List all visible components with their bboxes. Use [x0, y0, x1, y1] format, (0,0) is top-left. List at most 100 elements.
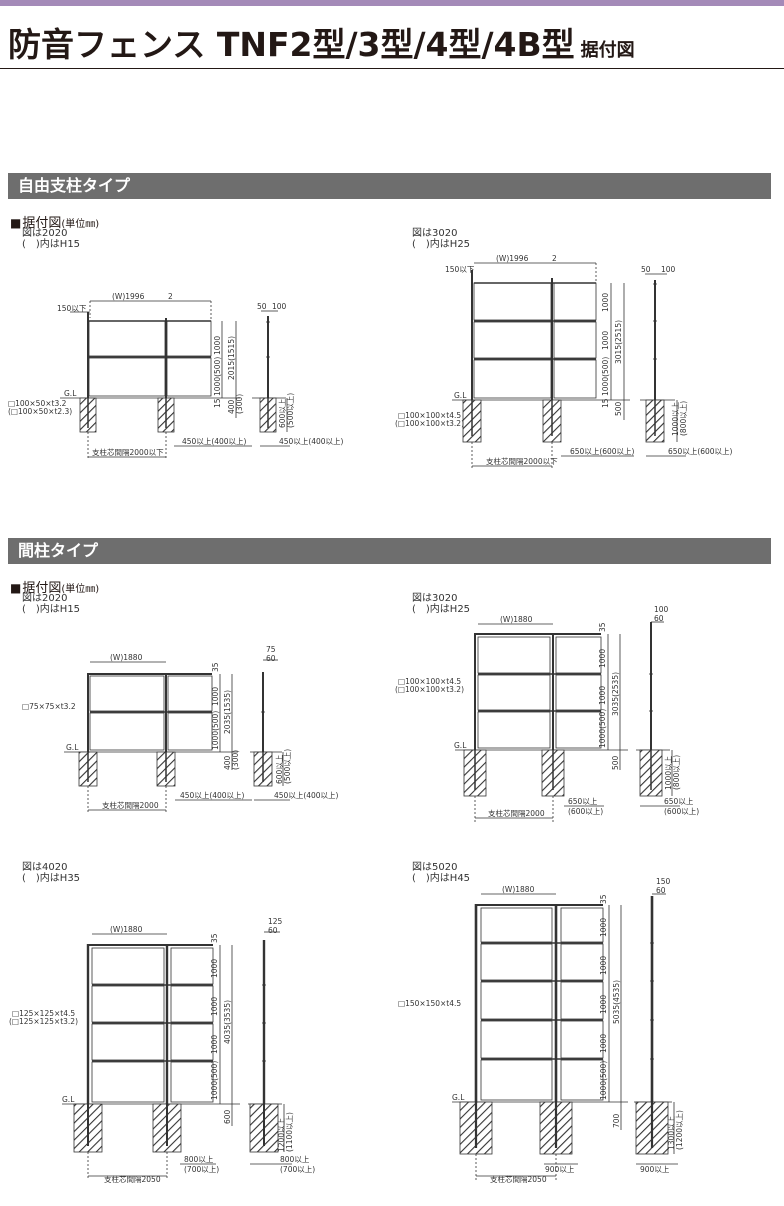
note-line: 図は2020	[22, 228, 68, 239]
labels-mid-2020: (W)1880 35 1000 1000(500) 2035(1535) 400…	[22, 645, 339, 810]
fence-panel	[480, 943, 553, 981]
note-line: 図は3020	[412, 593, 458, 604]
dimension-label: 1000(500)	[211, 711, 220, 750]
dimension-label: 1000	[599, 956, 608, 975]
drawing-free-3020	[452, 262, 686, 470]
dimension-label: G.L	[62, 1095, 75, 1104]
dimension-label: 60	[656, 886, 666, 895]
fence-panel	[477, 674, 551, 711]
note-line: ( )内はH35	[22, 873, 81, 884]
dimension-label: 75	[266, 645, 276, 654]
dimension-label: (600以上)	[568, 807, 603, 816]
dimension-label: 支柱芯間隔2000以下	[486, 456, 558, 466]
drawing-mid-2020	[64, 659, 290, 814]
diagram-note: 図は3020( )内はH25	[412, 228, 470, 250]
fence-panel	[170, 1023, 214, 1061]
dimension-label: 900以上	[640, 1165, 670, 1174]
note-line: 図は5020	[412, 862, 458, 873]
section-band-free-post: 自由支柱タイプ	[8, 173, 771, 199]
dimension-label: 50	[641, 265, 651, 274]
dimension-label: □75×75×t3.2	[22, 702, 76, 711]
fence-panel	[560, 943, 604, 981]
dimension-label: (1100以上)	[285, 1112, 294, 1152]
fence-panel	[477, 711, 551, 749]
dimension-label: 60	[654, 614, 664, 623]
dimension-label: (700以上)	[184, 1165, 219, 1174]
dimension-label: □100×100×t4.5	[398, 411, 461, 420]
dimension-label: 1000	[601, 293, 610, 312]
fence-panel	[553, 359, 597, 399]
dimension-label: 500	[611, 755, 620, 770]
fence-panel	[89, 675, 165, 712]
fence-panel	[473, 321, 552, 359]
drawing-mid-4020	[62, 931, 292, 1180]
dimension-label: 支柱芯間隔2050	[104, 1174, 161, 1184]
dimension-label: (300)	[231, 750, 240, 770]
diagram-note: 図は2020( )内はH15	[22, 593, 80, 615]
dimension-label: 100	[654, 605, 669, 614]
dimension-label: 150以下	[57, 304, 87, 313]
dimension-label: 1000(500)	[598, 709, 607, 748]
dimension-label: 1000(500)	[601, 357, 610, 396]
dimension-label: (W)1880	[110, 925, 143, 934]
dimension-label: 450以上(400以上)	[180, 791, 245, 800]
dimension-label: 650以上	[664, 797, 694, 806]
fence-panel	[170, 1061, 214, 1103]
note-line: ( )内はH25	[412, 604, 471, 615]
page-title: 防音フェンス TNF2型/3型/4型/4B型据付図	[8, 18, 635, 66]
title-rule	[0, 68, 784, 69]
labels-free-3020: (W)1996 2 150以下 1000 1000 1000(500) 15 3…	[395, 254, 733, 466]
diagram-note: 図は2020( )内はH15	[22, 228, 80, 250]
fence-panel	[555, 674, 602, 711]
dimension-label: 1000	[599, 1034, 608, 1053]
dimension-label: 600	[223, 1109, 232, 1124]
dimension-label: (□100×50×t2.3)	[8, 407, 72, 416]
dimension-label: (500以上)	[286, 393, 295, 428]
diagram-note: 図は4020( )内はH35	[22, 862, 80, 884]
fence-panel	[91, 985, 165, 1023]
dimension-label: 600以上	[275, 754, 284, 784]
dimension-label: (W)1880	[500, 615, 533, 624]
dimension-label: 450以上(400以上)	[274, 791, 339, 800]
fence-panel	[560, 1059, 604, 1101]
fence-panel	[166, 357, 212, 397]
dimension-label: 150以下	[445, 265, 475, 274]
note-line: ( )内はH45	[412, 873, 471, 884]
diagram-note: 図は3020( )内はH25	[412, 593, 470, 615]
dimension-label: 支柱芯間隔2000	[488, 808, 545, 818]
dimension-label: 150	[656, 877, 671, 886]
dimension-label: 800以上	[280, 1155, 310, 1164]
fence-panel	[88, 320, 166, 357]
drawing-free-2020	[60, 300, 290, 460]
dimension-label: 1000	[210, 997, 219, 1016]
dimension-label: 100	[272, 302, 287, 311]
dimension-label: 35	[211, 662, 220, 672]
dimension-label: 15	[601, 398, 610, 408]
dimension-label: 650以上(600以上)	[570, 447, 635, 456]
fence-panel	[480, 981, 553, 1020]
dimension-label: (□125×125×t3.2)	[9, 1017, 78, 1026]
dimension-label: 1000	[598, 686, 607, 705]
fence-panel	[477, 636, 551, 674]
dimension-label: 支柱芯間隔2000以下	[92, 447, 164, 457]
dimension-label: (800以上)	[672, 755, 681, 790]
dimension-label: 125	[268, 917, 283, 926]
dimension-label: G.L	[454, 741, 467, 750]
dimension-label: 800以上	[184, 1155, 214, 1164]
note-line: 図は3020	[412, 228, 458, 239]
fence-panel	[167, 675, 213, 712]
note-line: ( )内はH15	[22, 604, 81, 615]
dimension-label: 1000(500)	[210, 1061, 219, 1100]
dimension-label: 35	[210, 933, 219, 943]
drawing-mid-5020	[452, 893, 678, 1180]
dimension-label: 1000	[598, 649, 607, 668]
fence-panel	[473, 359, 552, 399]
dimension-label: 15	[213, 398, 222, 408]
fence-panel	[170, 985, 214, 1023]
dimension-label: G.L	[66, 743, 79, 752]
dimension-label: 1000	[599, 918, 608, 937]
labels-mid-5020: (W)1880 35 1000 1000 1000 1000 1000(500)…	[398, 877, 684, 1184]
fence-panel	[553, 321, 597, 359]
dimension-label: 1000	[213, 336, 222, 355]
top-accent-bar	[0, 0, 784, 6]
